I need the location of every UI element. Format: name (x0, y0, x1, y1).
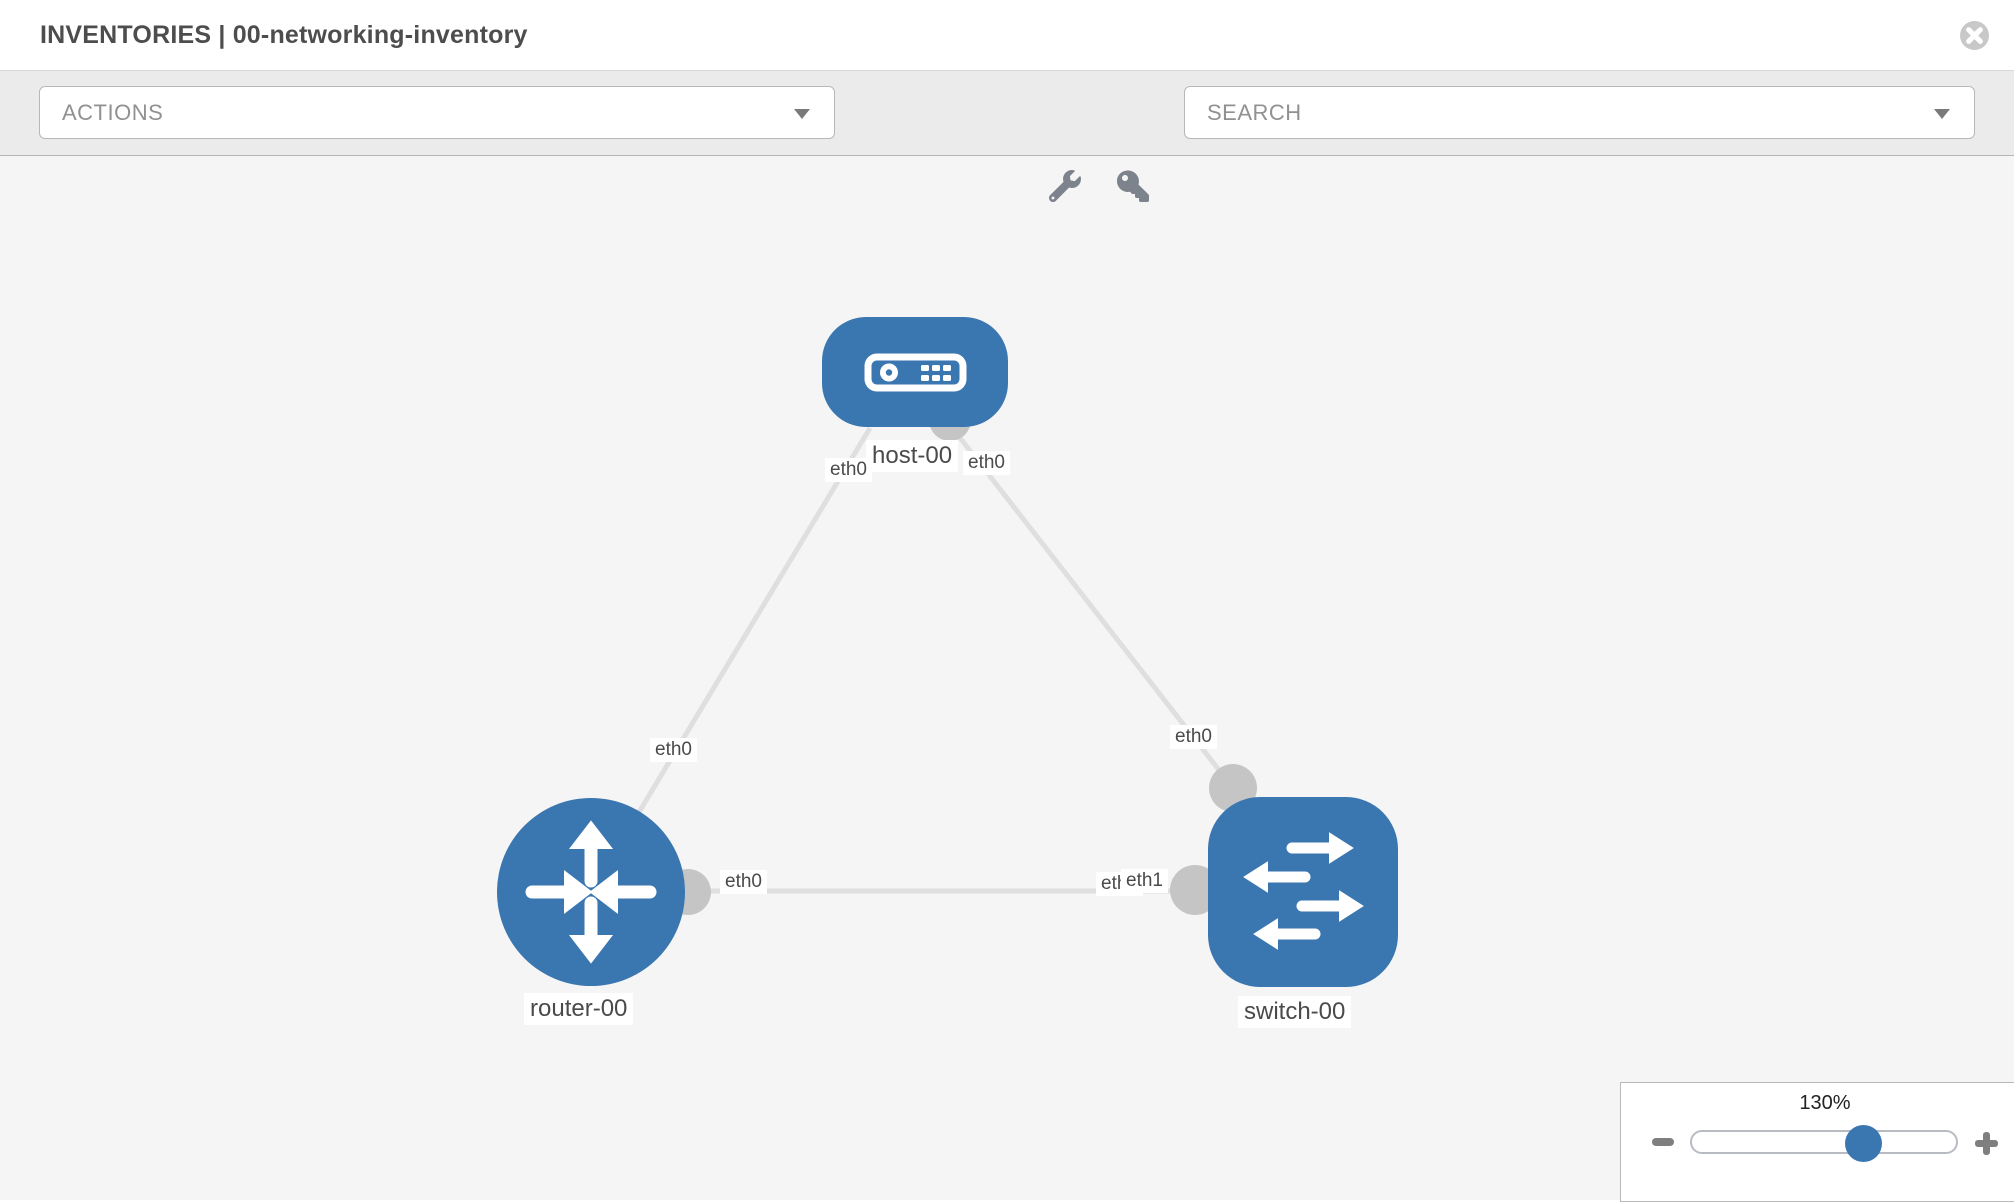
topology-canvas[interactable] (0, 156, 2014, 1200)
page-header: INVENTORIES | 00-networking-inventory (0, 0, 2014, 71)
node-switch-00[interactable] (1208, 797, 1398, 987)
page-title: INVENTORIES | 00-networking-inventory (40, 21, 528, 49)
node-label-switch: switch-00 (1238, 996, 1352, 1028)
toolbar: ACTIONS SEARCH (0, 71, 2014, 203)
host-icon (864, 353, 967, 392)
zoom-control-panel: 130% (1620, 1082, 2014, 1202)
switch-icon (1243, 832, 1364, 950)
search-dropdown-label: SEARCH (1207, 100, 1302, 125)
zoom-in-icon[interactable] (1975, 1132, 1998, 1155)
interface-bubbles (665, 399, 1257, 915)
close-icon (1960, 21, 1989, 50)
node-router-00[interactable] (497, 798, 685, 986)
key-icon (1117, 170, 1149, 202)
iface-label-switch-uplink: eth0 (1170, 725, 1217, 749)
router-icon (525, 820, 657, 964)
iface-label-host-right: eth0 (963, 451, 1010, 475)
actions-dropdown-label: ACTIONS (62, 100, 164, 125)
chevron-down-icon (1934, 108, 1950, 119)
node-host-00[interactable] (822, 317, 1008, 427)
zoom-slider-track[interactable] (1690, 1130, 1958, 1154)
tools-button[interactable] (1048, 170, 1081, 203)
node-label-router: router-00 (524, 993, 634, 1025)
close-button[interactable] (1960, 21, 1989, 50)
chevron-down-icon (794, 108, 810, 119)
topology-links (588, 423, 1303, 894)
search-dropdown[interactable]: SEARCH (1184, 86, 1975, 139)
zoom-level-value: 130% (1799, 1092, 1851, 1114)
zoom-out-icon[interactable] (1652, 1138, 1674, 1146)
iface-label-switch-left: eth1 (1121, 869, 1168, 893)
node-label-host: host-00 (866, 440, 959, 472)
zoom-slider-thumb[interactable] (1845, 1125, 1882, 1162)
iface-label-router-right: eth0 (720, 870, 767, 894)
iface-label-router-uplink: eth0 (650, 738, 697, 762)
wrench-icon (1048, 170, 1081, 203)
switch-left-interface-bubble[interactable] (1170, 865, 1220, 915)
actions-dropdown[interactable]: ACTIONS (39, 86, 835, 139)
key-button[interactable] (1117, 170, 1149, 202)
iface-label-host-left: eth0 (825, 458, 872, 482)
